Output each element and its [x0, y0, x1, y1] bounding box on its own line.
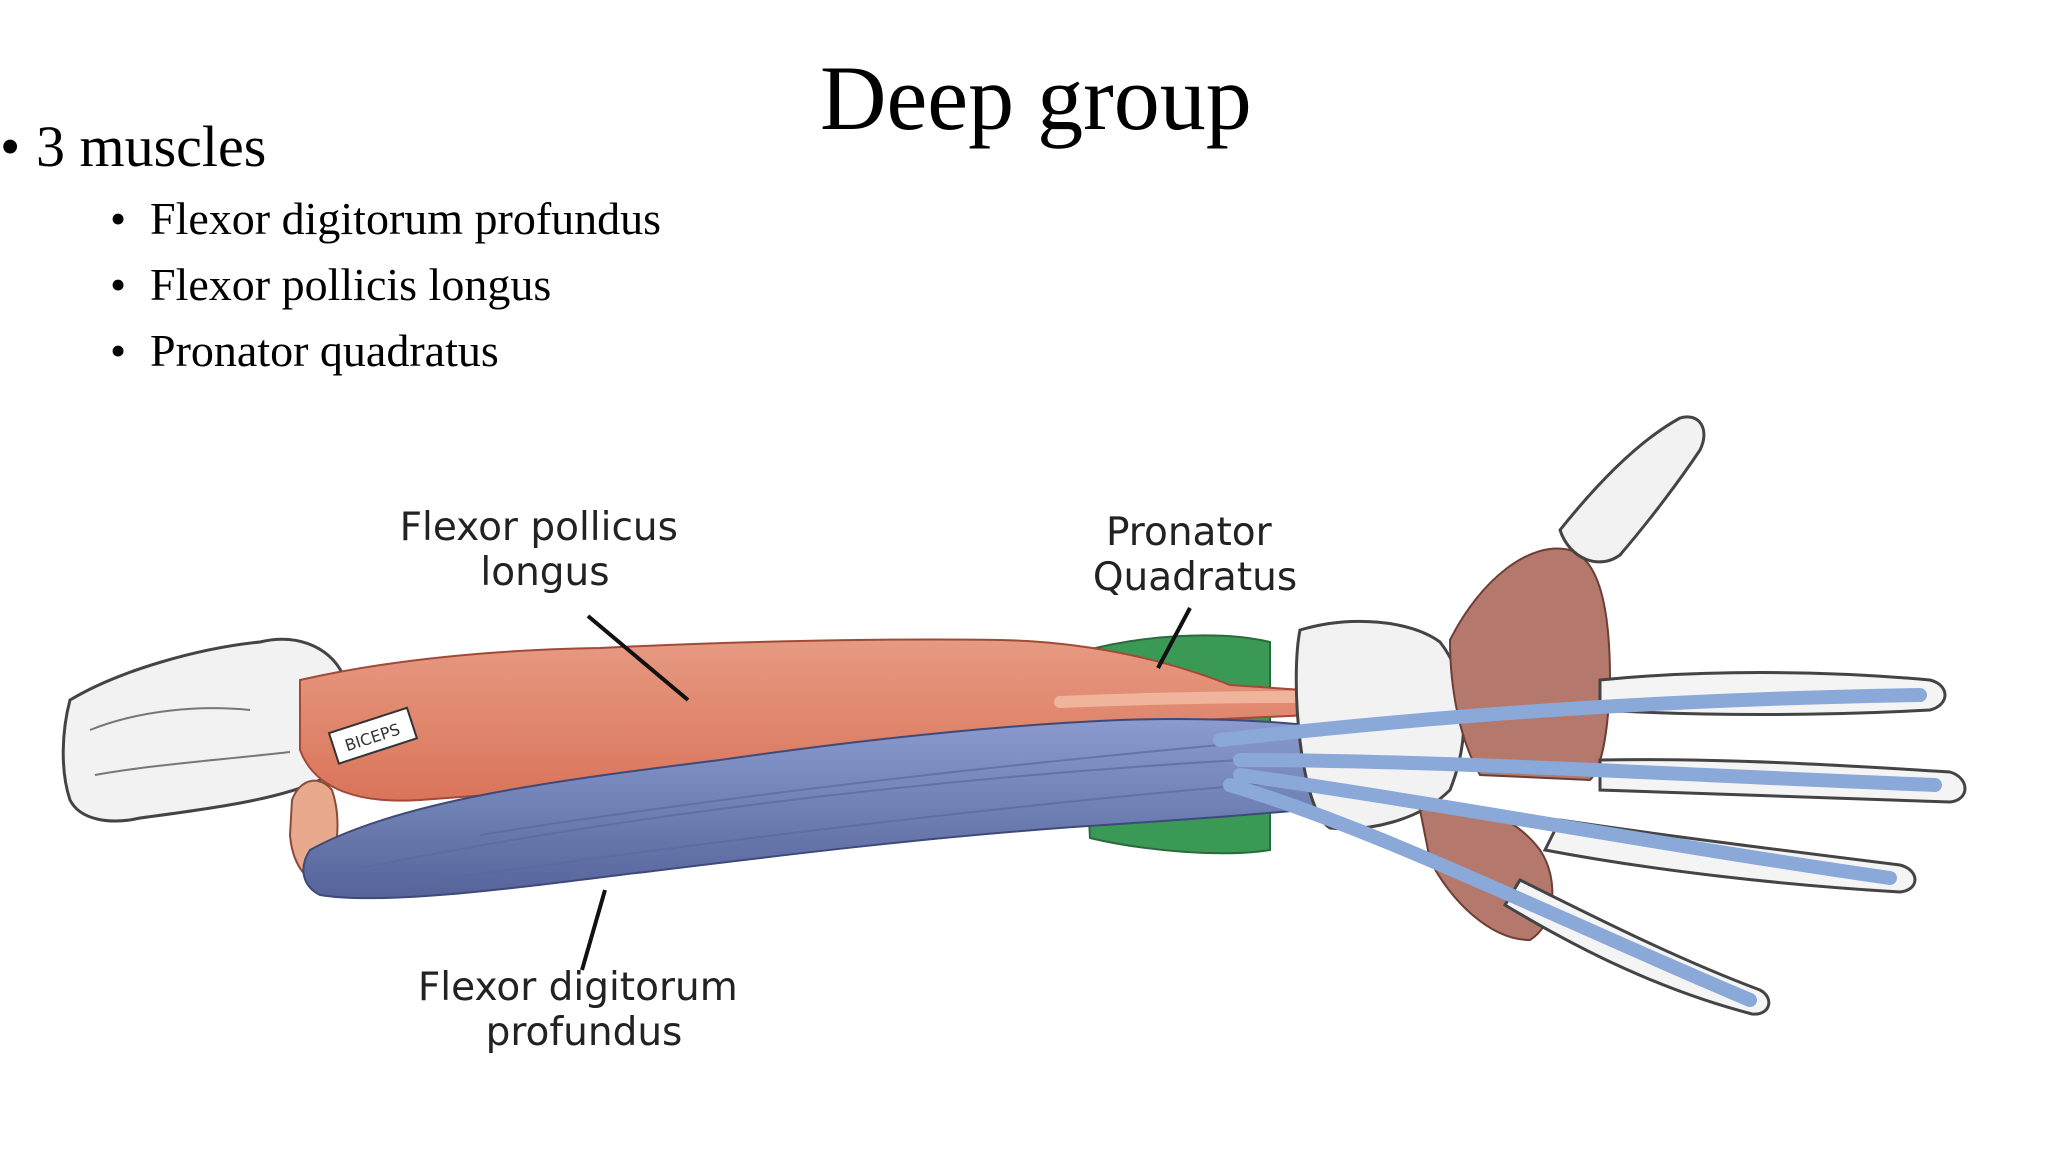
fpl-leader-line	[586, 614, 690, 702]
slide-title: Deep group	[820, 47, 1252, 149]
pq-leader-line	[1156, 607, 1192, 669]
fdp-tendons	[1213, 688, 1942, 1007]
forearm-illustration: BICEPS Flexor pollicu	[61, 415, 1967, 1055]
label-pronator-quadratus: Pronator Quadratus	[1093, 510, 1297, 600]
forearm-anatomy-figure: BICEPS Flexor pollicu	[0, 380, 2048, 1152]
muscle-sub-list: Flexor digitorum profundus Flexor pollic…	[36, 186, 661, 384]
bullet-list: 3 muscles Flexor digitorum profundus Fle…	[0, 112, 661, 384]
bullet-text: 3 muscles	[36, 114, 267, 179]
thenar-muscle	[1448, 547, 1612, 782]
sub-bullet-flexor-pollicis-longus: Flexor pollicis longus	[36, 252, 661, 318]
sub-bullet-pronator-quadratus: Pronator quadratus	[36, 318, 661, 384]
biceps-tag: BICEPS	[327, 706, 419, 765]
bullet-3-muscles: 3 muscles Flexor digitorum profundus Fle…	[0, 112, 661, 384]
thumb-bones	[1558, 415, 1706, 564]
label-flexor-digitorum-profundus: Flexor digitorum profundus	[418, 965, 750, 1055]
sub-bullet-flexor-digitorum-profundus: Flexor digitorum profundus	[36, 186, 661, 252]
elbow-shading	[89, 707, 291, 776]
fdp-leader-line	[580, 889, 607, 971]
fdp-striations	[359, 744, 1261, 886]
elbow-bone	[61, 637, 348, 823]
label-flexor-pollicus-longus: Flexor pollicus longus	[400, 505, 691, 595]
